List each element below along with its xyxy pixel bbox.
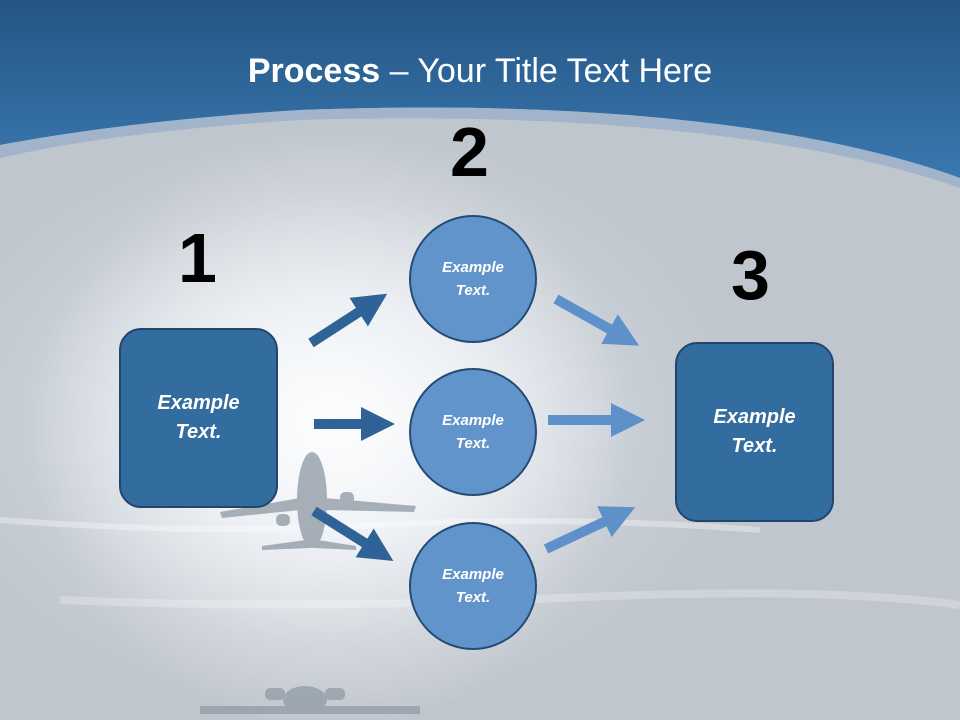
step-2-circle-middle: Example Text.: [409, 368, 537, 496]
step-1-box: Example Text.: [119, 328, 278, 508]
step-2-circle-top: Example Text.: [409, 215, 537, 343]
arrow-2-top-to-3: [553, 294, 640, 346]
airplane-icon: [220, 452, 416, 550]
airplane-icon: [200, 686, 420, 714]
title-bold: Process: [247, 52, 381, 90]
step-3-number: 3: [731, 236, 770, 314]
title-rest: – Your Title Text Here: [380, 52, 713, 90]
arrow-2-bottom-to-3: [543, 506, 636, 554]
step-1-text: Example Text.: [157, 392, 240, 443]
step-3-box: Example Text.: [675, 342, 834, 522]
step-2-circle-bottom: Example Text.: [409, 522, 537, 650]
header-swoosh: [0, 107, 960, 188]
step-2-circle-middle-text: Example Text.: [442, 412, 504, 452]
step-2-number: 2: [450, 113, 489, 191]
step-3-text: Example Text.: [713, 406, 796, 457]
step-1-number: 1: [178, 219, 217, 297]
step-2-circle-top-text: Example Text.: [442, 259, 504, 299]
slide-title: Process – Your Title Text Here: [0, 52, 960, 91]
header-band: [0, 0, 960, 178]
step-2-circle-bottom-text: Example Text.: [442, 566, 504, 606]
arrow-1-to-2-top: [308, 293, 388, 348]
arrow-1-to-2-bottom: [311, 506, 394, 561]
